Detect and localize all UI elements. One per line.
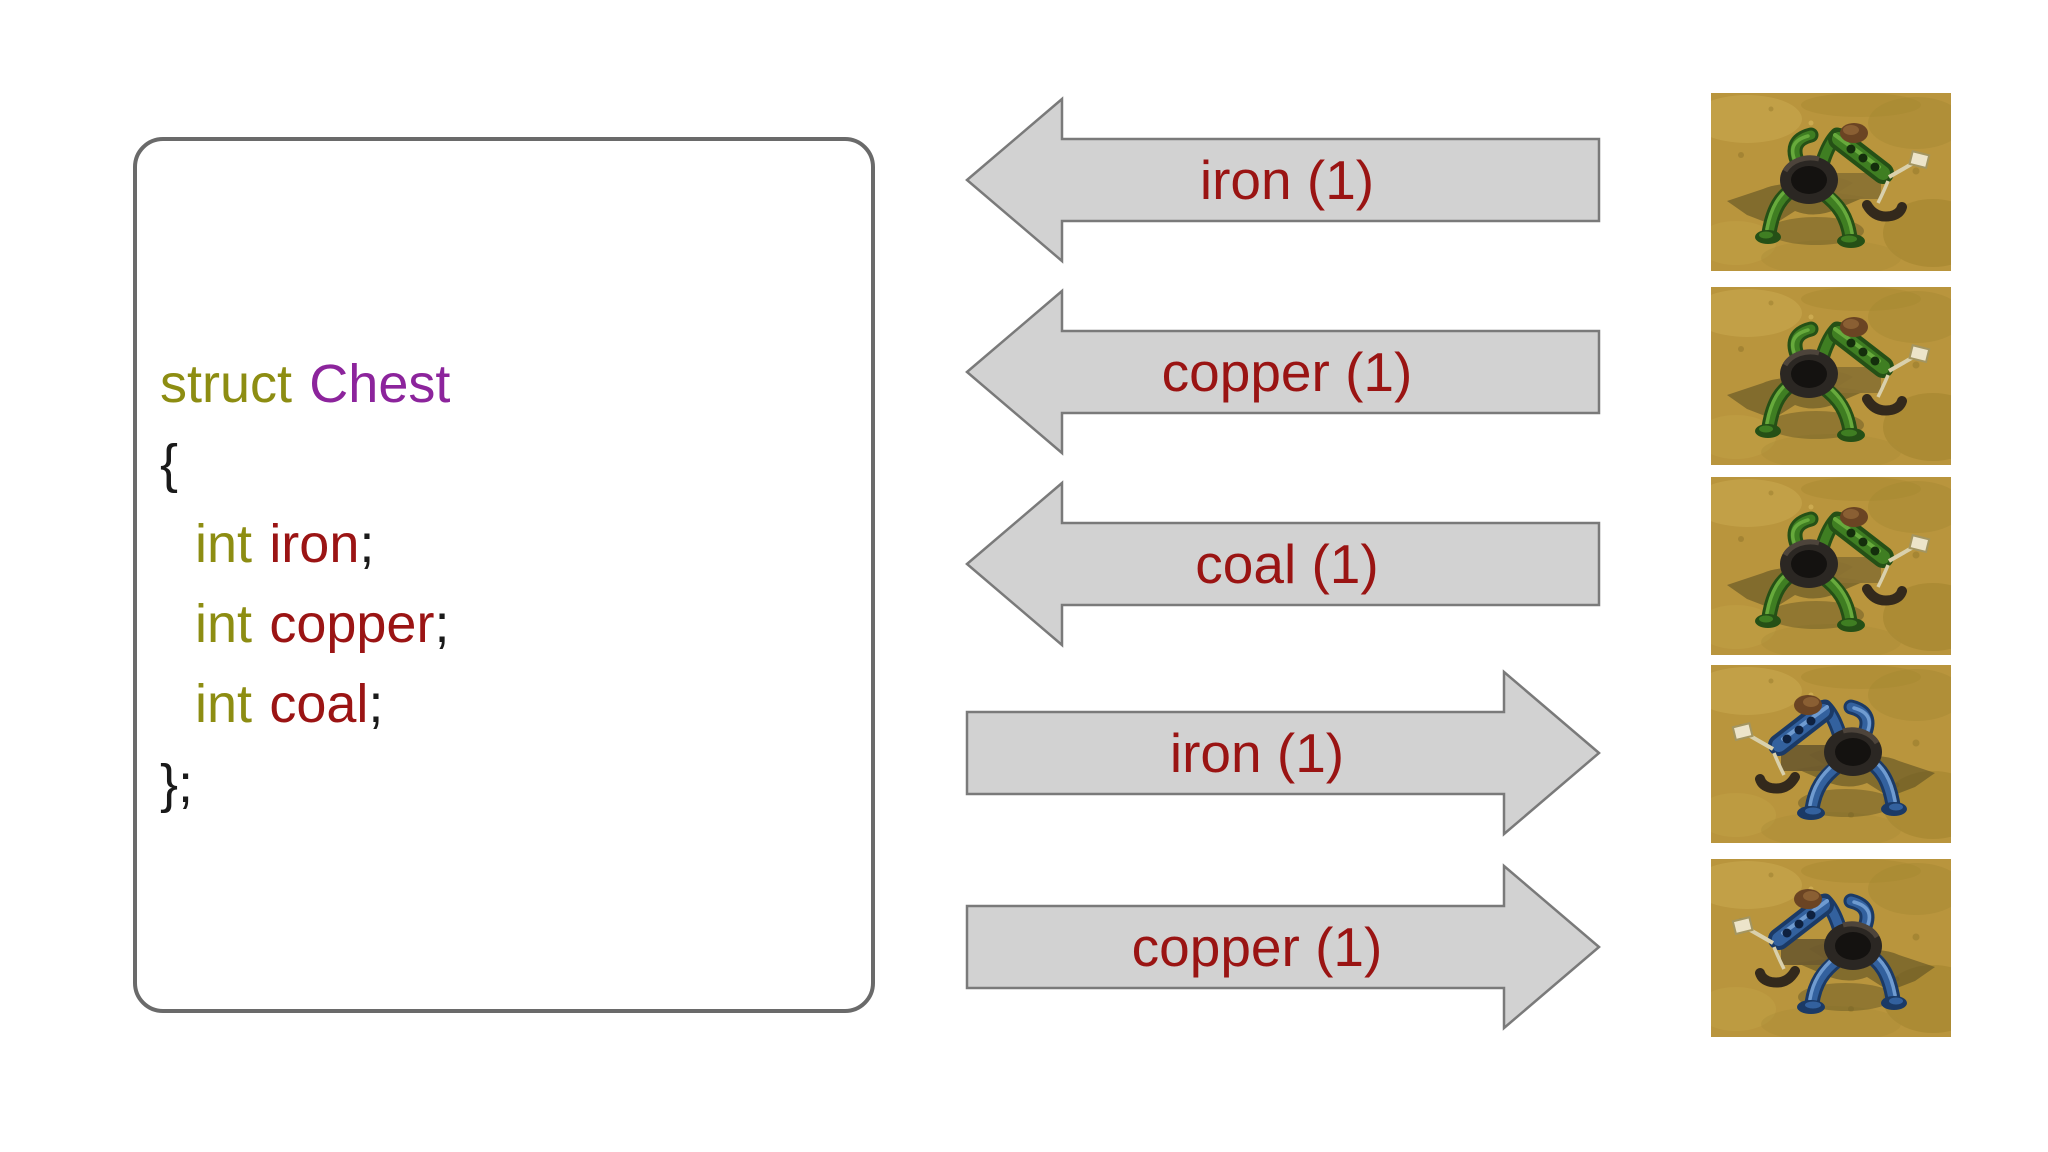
keyword-int: int — [195, 674, 253, 734]
transfer-arrow-in-coal: coal (1) — [965, 480, 1601, 648]
blue-inserter-icon — [1711, 859, 1951, 1037]
code-line-open-brace: { — [160, 424, 450, 504]
keyword-int: int — [195, 594, 253, 654]
arrow-label: iron (1) — [1170, 722, 1344, 784]
code-line-close-brace: }; — [160, 744, 450, 824]
inserter-sprite-blue-2 — [1711, 859, 1951, 1037]
field-name-iron: iron — [269, 514, 360, 574]
code-line-field-copper: int copper; — [160, 584, 450, 664]
inserter-sprite-green-1 — [1711, 93, 1951, 271]
arrow-label: copper (1) — [1162, 341, 1413, 403]
inserter-sprite-blue-1 — [1711, 665, 1951, 843]
inserter-sprite-green-2 — [1711, 287, 1951, 465]
field-name-coal: coal — [269, 674, 369, 734]
arrow-label: copper (1) — [1132, 916, 1383, 978]
right-arrow-shape — [965, 669, 1601, 837]
green-inserter-icon — [1711, 477, 1951, 655]
green-inserter-icon — [1711, 287, 1951, 465]
transfer-arrow-in-iron: iron (1) — [965, 96, 1601, 264]
left-arrow-shape — [965, 288, 1601, 456]
transfer-arrow-in-copper: copper (1) — [965, 288, 1601, 456]
left-arrow-shape — [965, 96, 1601, 264]
keyword-int: int — [195, 514, 253, 574]
arrow-label: coal (1) — [1195, 533, 1378, 595]
right-arrow-shape — [965, 863, 1601, 1031]
green-inserter-icon — [1711, 93, 1951, 271]
field-name-copper: copper — [269, 594, 435, 654]
transfer-arrow-out-iron: iron (1) — [965, 669, 1601, 837]
semicolon: ; — [434, 594, 450, 654]
semicolon: ; — [359, 514, 375, 574]
type-name-chest: Chest — [309, 354, 451, 414]
inserter-sprite-green-3 — [1711, 477, 1951, 655]
semicolon: ; — [368, 674, 384, 734]
arrow-label: iron (1) — [1200, 149, 1374, 211]
blue-inserter-icon — [1711, 665, 1951, 843]
left-arrow-shape — [965, 480, 1601, 648]
code-line-struct-decl: struct Chest — [160, 344, 450, 424]
transfer-arrow-out-copper: copper (1) — [965, 863, 1601, 1031]
keyword-struct: struct — [160, 354, 293, 414]
close-brace: }; — [160, 754, 194, 814]
open-brace: { — [160, 434, 179, 494]
